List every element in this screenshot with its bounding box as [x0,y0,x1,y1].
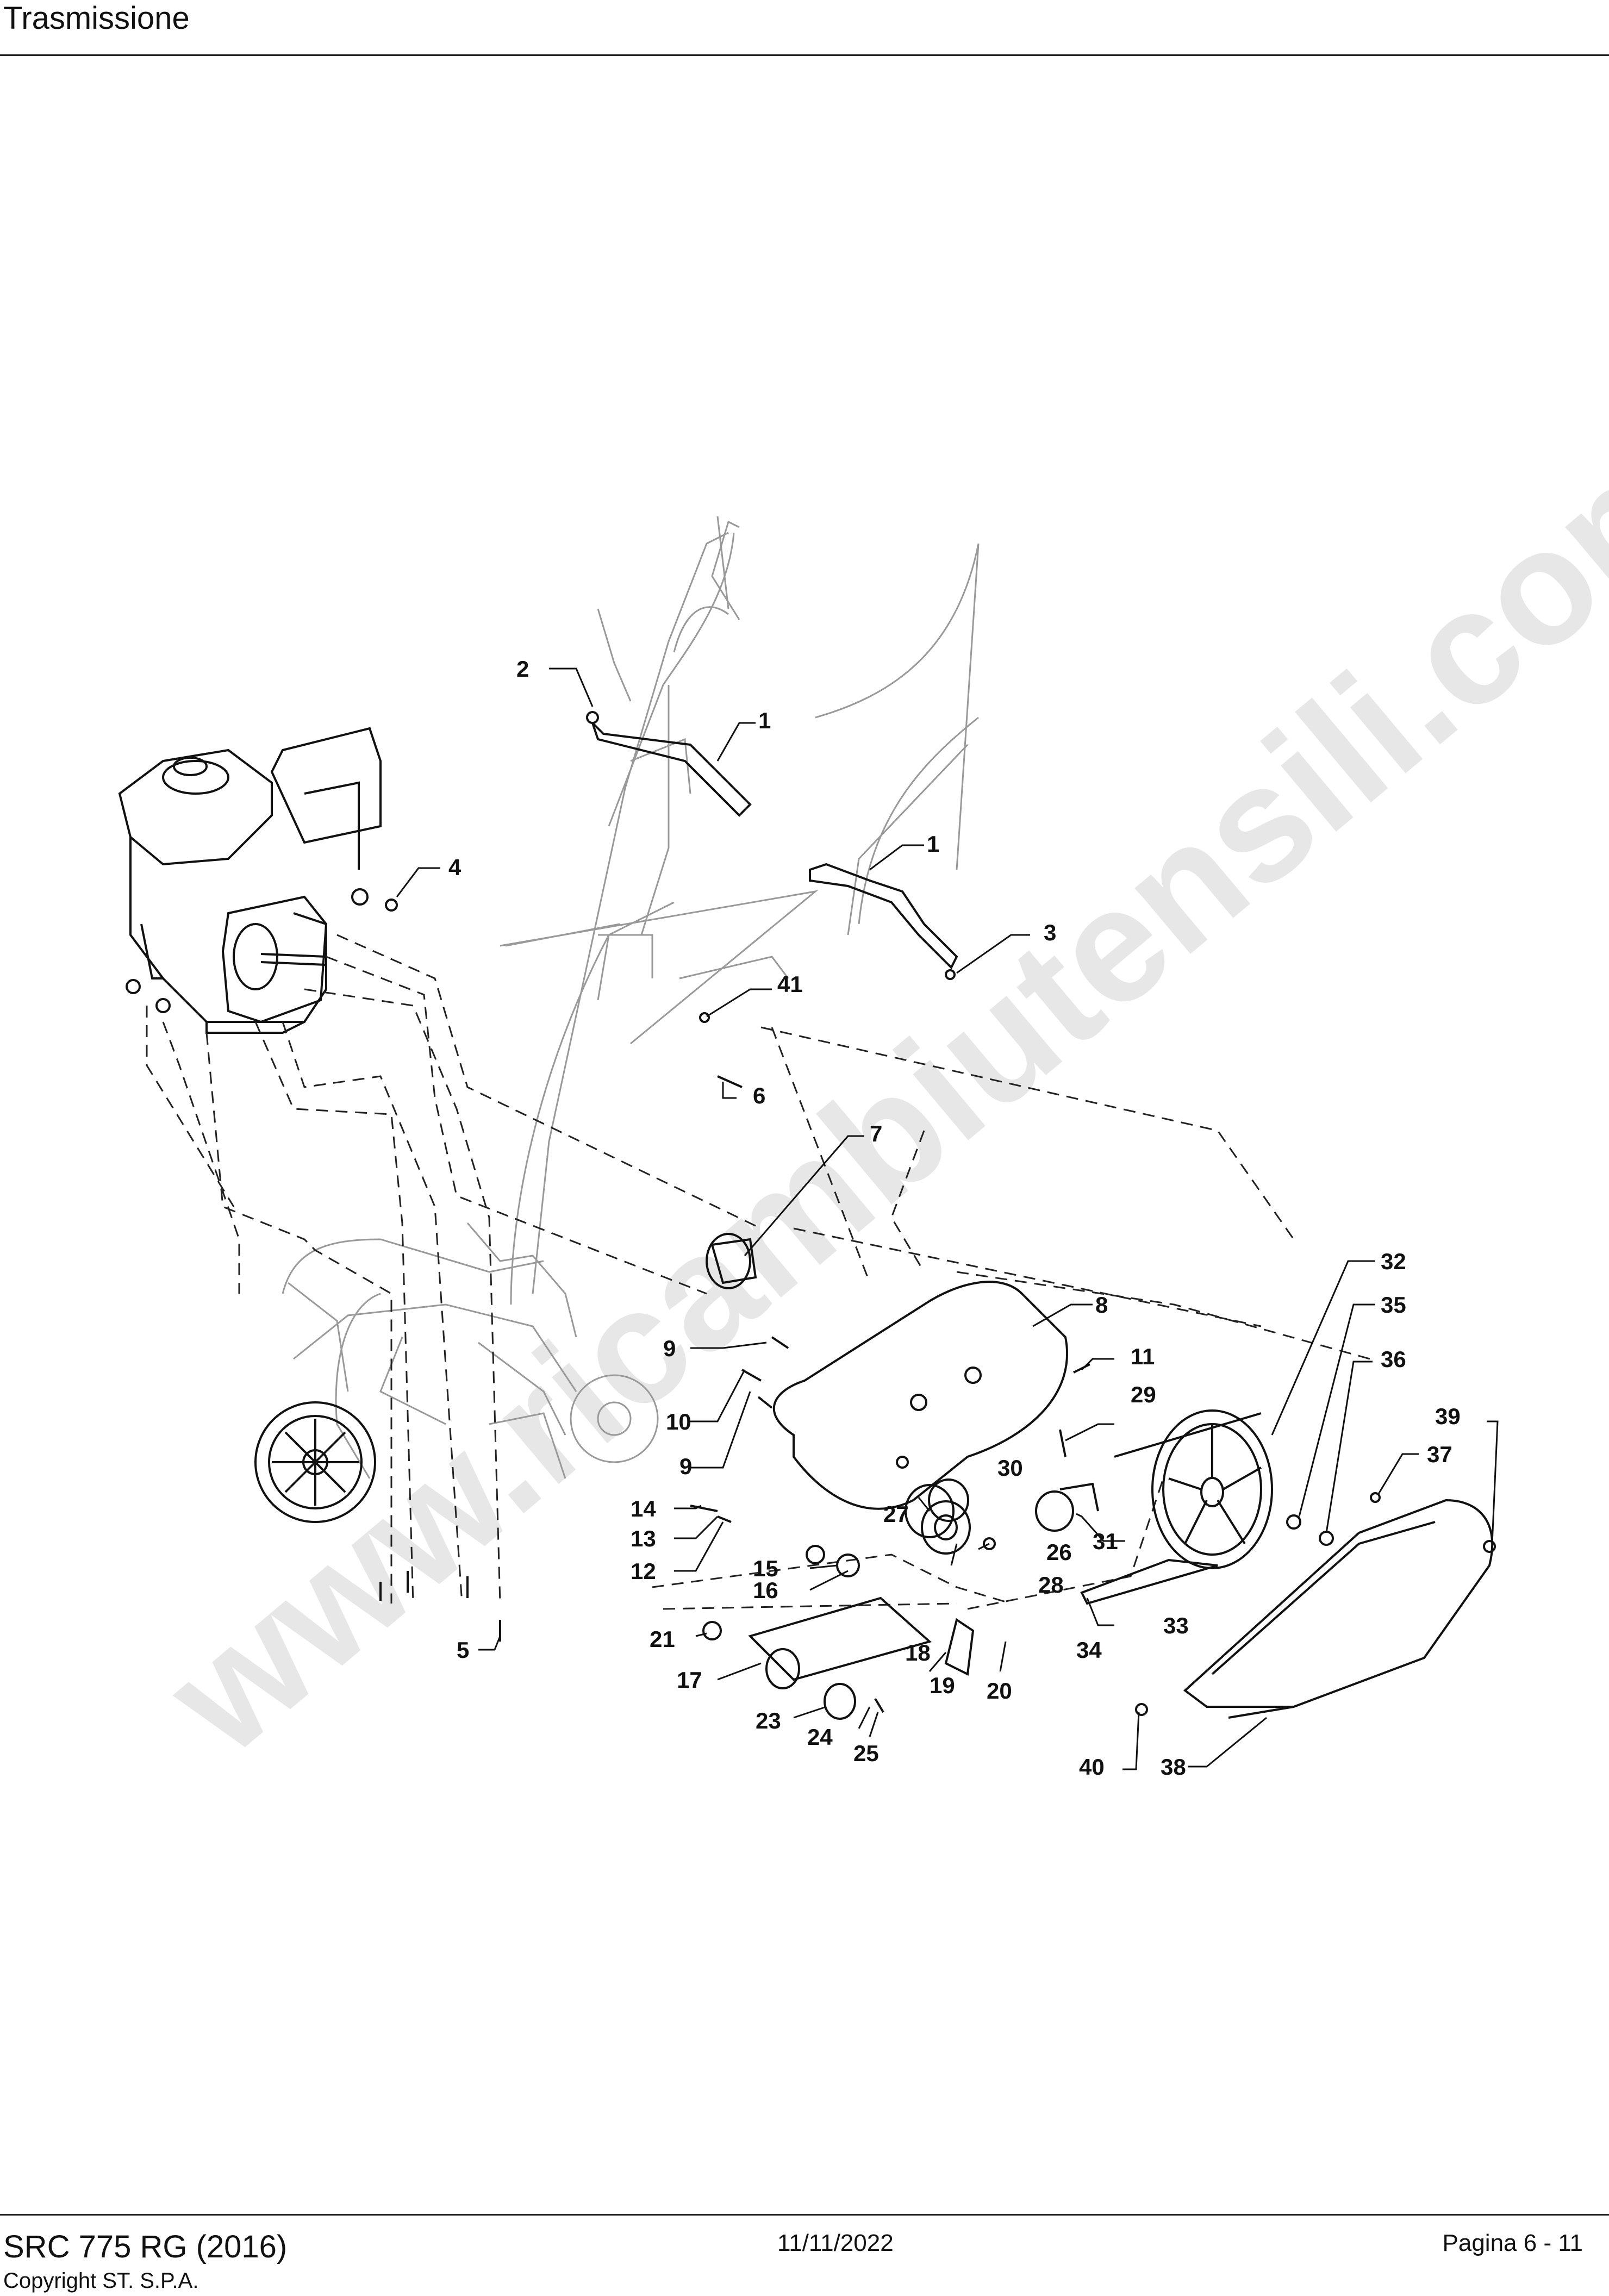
callout-27: 27 [883,1501,909,1527]
callout-10: 10 [666,1409,691,1434]
callout-11: 11 [1131,1344,1155,1369]
footer-divider [0,2214,1609,2216]
callout-24: 24 [807,1724,833,1750]
page-title: Trasmissione [3,1,190,36]
tiller-frame-ghost [254,516,980,1523]
fasteners [379,899,1496,1716]
callout-6: 6 [753,1083,765,1108]
callout-28: 28 [1038,1572,1064,1598]
model-name: SRC 775 RG (2016) [3,2229,288,2264]
callout-5: 5 [457,1637,469,1663]
callout-17: 17 [677,1667,702,1693]
callout-38: 38 [1161,1754,1186,1780]
header-divider [0,54,1609,56]
callout-14: 14 [631,1496,656,1521]
belt-part-33-34 [1080,1558,1218,1605]
callout-13: 13 [631,1526,656,1551]
bushing-part-7 [706,1233,757,1289]
callout-32: 32 [1381,1249,1406,1274]
callout-36: 36 [1381,1346,1406,1372]
callout-37: 37 [1427,1442,1452,1467]
copyright: Copyright ST. S.P.A. [3,2269,199,2293]
callout-12: 12 [631,1558,656,1584]
callout-3: 3 [1044,920,1056,945]
callout-34: 34 [1076,1637,1102,1663]
pulley-part-32 [1114,1409,1273,1569]
callout-40: 40 [1079,1754,1105,1780]
callout-7: 7 [870,1121,882,1146]
handlebar-bracket-upper [586,711,752,817]
gear-assembly [702,1478,1099,1720]
print-date: 11/11/2022 [777,2230,894,2256]
callout-9b: 9 [679,1453,692,1479]
inner-cover-part-8 [772,1281,1069,1510]
callout-35: 35 [1381,1292,1406,1318]
callout-15: 15 [753,1556,778,1581]
callout-labels: 1 1 2 3 4 5 6 7 8 9 9 10 11 12 13 14 15 … [448,656,1461,1780]
callout-30: 30 [997,1455,1023,1481]
callout-33: 33 [1163,1613,1189,1638]
callout-16: 16 [753,1577,778,1603]
outer-cover-part-38 [1183,1499,1494,1719]
callout-21: 21 [650,1626,675,1652]
callout-18: 18 [905,1640,931,1665]
pin-part-6 [717,1075,743,1088]
callout-1a: 1 [758,708,771,733]
page-number: Pagina 6 - 11 [1442,2230,1583,2256]
handlebar-bracket-lower [809,863,958,970]
callout-41: 41 [777,971,803,997]
callout-25: 25 [853,1740,879,1766]
callout-20: 20 [987,1678,1012,1704]
callout-31: 31 [1093,1528,1118,1554]
watermark: www.ricambiutensili.com [132,394,1609,1789]
callout-4: 4 [448,854,462,880]
callout-39: 39 [1435,1403,1461,1429]
callout-2: 2 [516,656,529,682]
callout-1b: 1 [927,831,939,857]
callout-29: 29 [1131,1382,1156,1407]
callout-9a: 9 [663,1336,676,1361]
callout-leaders [396,667,1499,1770]
callout-26: 26 [1046,1539,1072,1565]
callout-19: 19 [930,1673,955,1698]
assembly-guide-lines [146,934,1370,1610]
engine [118,727,382,1034]
callout-8: 8 [1095,1292,1108,1318]
callout-23: 23 [756,1708,781,1733]
